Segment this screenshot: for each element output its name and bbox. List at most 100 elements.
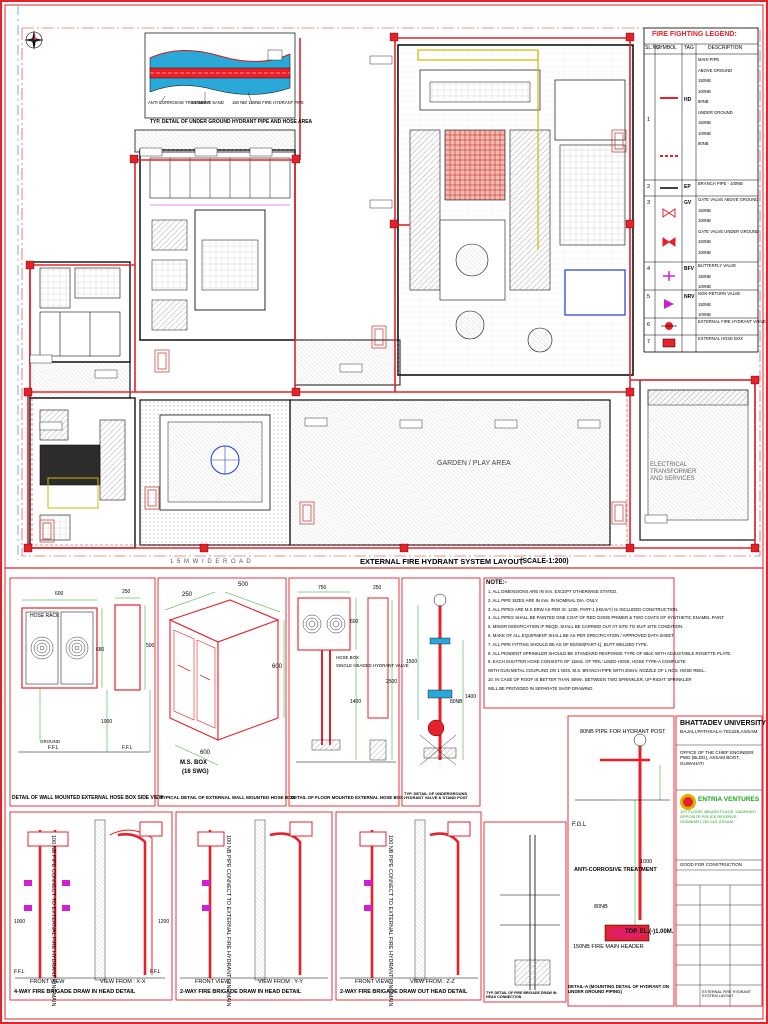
fb-1-title: 4-WAY FIRE BRIGADE DRAW IN HEAD DETAIL (14, 989, 136, 995)
plan-title: EXTERNAL FIRE HYDRANT SYSTEM LAYOUT (360, 557, 524, 566)
tb-university: BHATTADEV UNIVERSITY (680, 720, 767, 727)
legend-title: FIRE FIGHTING LEGEND: (652, 31, 737, 38)
legend-row-description: ABOVE GROUND (698, 67, 733, 73)
fb-3-front: FRONT VIEW (355, 979, 390, 985)
fb-1-front: FRONT VIEW (30, 979, 65, 985)
detail-2-dim-front: 600 (200, 750, 211, 756)
legend-row-tag: EP (684, 184, 691, 190)
legend-row-description: NON-RETURN VALVE (698, 291, 741, 296)
legend-row-tag: HD (684, 97, 692, 103)
ug-label-header: 150NB FIRE MAIN HEADER (573, 944, 644, 950)
fb-3-title: 2-WAY FIRE BRIGADE DRAW OUT HEAD DETAIL (340, 989, 468, 995)
legend-row-number: 6 (647, 322, 651, 328)
detail-3-dim-height: 600 (350, 619, 359, 625)
detail-4-title: TYP. DETAIL OF UNDERGROUND HYDRANT VALVE… (404, 791, 469, 801)
legend-row-description: 100NB (698, 130, 711, 136)
note-line: 7. ALL PIPE FITTING SHOULD BE AS OF BS/G… (488, 641, 648, 647)
detail-4-dim-post: 1400 (465, 694, 477, 700)
fb-2-title: 2-WAY FIRE BRIGADE DRAW IN HEAD DETAIL (180, 989, 302, 995)
fb-2-rot-label: 100 NB PIPE CONNECT TO EXTERNAL FIRE HYD… (225, 835, 231, 1007)
fb-ffl-b: F.F.L (150, 969, 161, 975)
detail-2-dim-width: 500 (238, 582, 249, 588)
legend-row-description: 150NB (698, 239, 711, 244)
tb-firm-address: 1ST FLOOR, BIKASH PLACE, GAURHATI OPPOSI… (680, 809, 756, 824)
legend-row-number: 5 (647, 294, 651, 300)
detail-1-dim-width: 600 (55, 591, 64, 597)
detail-1-ground-label: GROUND (40, 739, 60, 744)
detail-2-dim-depth: 250 (182, 592, 193, 598)
ug-mounting-detail (575, 733, 670, 942)
legend-row-description: MAIN PIPE (698, 57, 720, 62)
legend-row-description: 80NB (698, 99, 709, 104)
tb-stamp: GOOD FOR CONSTRUCTION (680, 862, 742, 867)
note-line: 9. EACH SHUTTER HOSE CONSISTS OF 15mts. … (488, 659, 686, 665)
section-detail (500, 835, 560, 990)
detail-1-ffl-side: F.F.L (122, 745, 133, 751)
detail-3-dim-post: 1400 (350, 699, 362, 705)
detail-3-dim-width: 750 (318, 585, 327, 591)
note-line: 8. ALL PENDENT SPRINKLER SHOULD BE STAND… (488, 650, 732, 656)
detail-1-dim-mount: 1000 (101, 719, 113, 725)
legend-row-description: 150NB (698, 273, 711, 279)
detail-4-dim-height: 1500 (406, 659, 418, 665)
note-line: 6. MAKE OF ALL EQUIPMENT SHALL BE AS PER… (488, 633, 675, 638)
legend-row-description: EXTERNAL HOSE BOX (698, 336, 743, 341)
note-line: WILL BE PROVIDED IN SEPARATE SHOP DRAWIN… (488, 685, 594, 691)
detail-1-dim-side: 500 (146, 643, 155, 649)
legend-row-tag: NRV (684, 294, 695, 300)
top-pipe-detail (144, 32, 296, 119)
ug-label-treatment: ANTI-CORROSIVE TREATMENT (574, 867, 657, 873)
legend-row-number: 3 (647, 200, 651, 206)
detail-3-label-valve: SINGLE HEADED HYDRANT VALVE (336, 663, 409, 668)
legend-header-slno: SL.NO. (645, 45, 662, 51)
tb-firm: ENTRIA VENTURES (698, 796, 760, 803)
legend-header-tag: TAG (684, 45, 694, 51)
hose-box-detail-iso (164, 591, 285, 766)
note-line: 4. ALL PIPES SHALL BE PAINTED ONE COAT O… (488, 615, 725, 621)
detail-2-gauge-label: (16 SWG) (182, 769, 209, 775)
detail-2-dim-height: 600 (272, 664, 283, 670)
legend-row-tag: GV (684, 200, 692, 206)
detail-3-title: DETAIL OF FLOOR MOUNTED EXTERNAL HOSE BO… (291, 795, 403, 800)
section-title: TYP. DETAIL OF FIRE BRIGADE DRAW IN HEAD… (486, 991, 557, 999)
title-block (676, 744, 762, 1006)
legend-row-description: 100NB (698, 312, 711, 317)
fb-2-front: FRONT VIEW (195, 979, 230, 985)
notes-heading: NOTE:- (486, 580, 507, 586)
legend-row-description: GATE VALVE UNDER GROUND (698, 228, 759, 234)
legend-row-description: 100NB (698, 218, 711, 223)
legend-row-description: UNDER GROUND (698, 109, 733, 115)
legend-row-description: GATE VALVE ABOVE GROUND (698, 197, 759, 202)
note-line: 10. IN CASE OF ROOF IS BETTER THAN 40Mm.… (488, 677, 692, 682)
fb-1-rot-label: 100 NB PIPE CONNECT TO EXTERNAL FIRE HYD… (50, 835, 56, 1007)
legend-row-description: 100NB (698, 249, 711, 255)
stand-post-detail (417, 593, 464, 766)
legend-row-description: 150NB (698, 207, 711, 213)
legend-row-description: 100NB (698, 88, 711, 94)
detail-3-label-box: HOSE BOX (336, 655, 359, 660)
tb-client: OFFICE OF THE CHIEF ENGINEER PWD (BLDG),… (680, 750, 754, 766)
detail-4-dim-pipe: 80NB (450, 699, 463, 705)
detail-3-dim-depth: 250 (373, 585, 382, 591)
garden-label: GARDEN / PLAY AREA (437, 460, 511, 467)
electrical-label: ELECTRICAL TRANSFORMER AND SERVICES (650, 462, 697, 483)
note-line: WITH GUN METAL COUPLING ON 1 NOS. M.S. B… (488, 668, 706, 674)
tb-sheet-title: EXTERNAL FIRE HYDRANT SYSTEM LAYOUT (702, 990, 751, 999)
plan-scale: (SCALE-1:200) (520, 558, 569, 565)
legend-header-description: DESCRIPTION (708, 45, 743, 51)
top-detail-label-1: ANTI-CORROSIVE TREATMENT (148, 100, 211, 105)
hose-box-detail-1 (18, 597, 151, 753)
hose-box-detail-floor (296, 591, 396, 763)
site-plan (21, 27, 761, 557)
detail-2-box-label: M.S. BOX (180, 760, 208, 766)
legend-row-number: 4 (647, 266, 651, 272)
top-detail-title: TYP. DETAIL OF UNDER GROUND HYDRANT PIPE… (150, 119, 313, 125)
legend-row-description: 150NB (698, 120, 711, 125)
legend-row-description: BUTTERFLY VALVE (698, 263, 737, 268)
top-detail-label-2: BEDDING SAND (192, 100, 224, 105)
fb-3-side: VIEW FROM : Z-Z (410, 979, 455, 985)
ug-title: DETAIL-A (MOUNTING DETAIL OF HYDRANT ON … (568, 984, 670, 995)
detail-1-hose-label: HOSE RACK (30, 613, 60, 619)
note-line: 2. ALL PIPE SIZES ARE IN mm. IN NOMINAL … (488, 597, 599, 603)
legend-row-description: BRANCH PIPE - 100NB (698, 181, 743, 186)
